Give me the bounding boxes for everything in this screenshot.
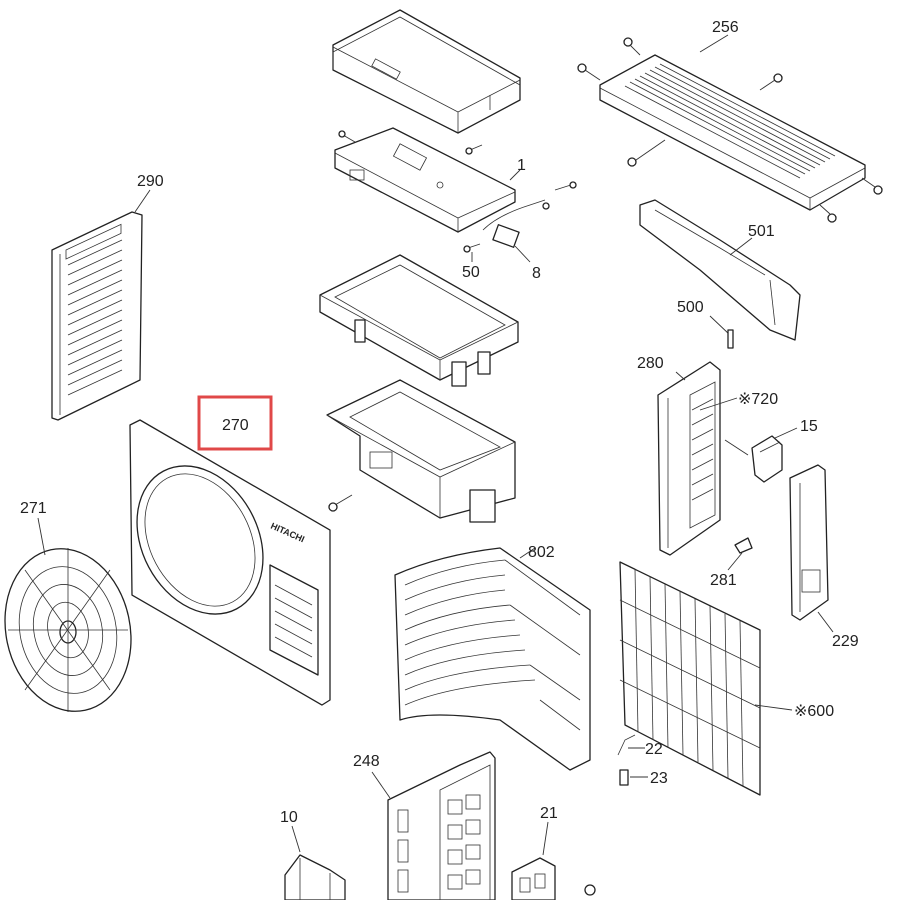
part-290-rear-grille[interactable]: 290 <box>51 173 164 421</box>
label-22: 22 <box>645 741 663 758</box>
label-500: 500 <box>677 299 704 316</box>
part-15-terminal-cover[interactable]: 15 <box>724 418 818 483</box>
part-electrical-box[interactable] <box>326 379 516 523</box>
label-248: 248 <box>353 753 380 770</box>
part-281-bracket[interactable]: 281 <box>710 537 753 589</box>
part-501-bracket[interactable]: 501 500 <box>639 199 801 349</box>
label-270: 270 <box>222 417 249 434</box>
part-top-cover[interactable] <box>332 9 521 134</box>
part-270-front-panel[interactable]: HITACHI 270 <box>112 395 331 706</box>
label-600: ※600 <box>794 703 834 720</box>
label-280: 280 <box>637 355 664 372</box>
front-panel-slots <box>274 584 313 658</box>
label-1: 1 <box>517 157 526 174</box>
part-10-motor-bracket[interactable]: 10 <box>280 809 346 900</box>
highlight-box-270 <box>197 395 273 451</box>
label-271: 271 <box>20 500 47 517</box>
part-23-sensor-holder[interactable]: 23 <box>619 769 668 787</box>
label-229: 229 <box>832 633 859 650</box>
label-802: 802 <box>528 544 555 561</box>
part-1-control-board[interactable]: 1 50 8 <box>334 127 577 282</box>
fan-guard-spokes <box>8 548 128 712</box>
part-22-sensor[interactable]: 22 <box>617 734 663 758</box>
label-290: 290 <box>137 173 164 190</box>
part-271-fan-guard[interactable]: 271 <box>0 500 146 723</box>
rear-guard-mesh <box>619 568 761 787</box>
label-50: 50 <box>462 264 480 281</box>
label-10: 10 <box>280 809 298 826</box>
part-802-condenser-coil[interactable]: 802 <box>394 544 591 771</box>
part-256-top-panel[interactable]: 256 <box>577 19 883 223</box>
part-248-partition-plate[interactable]: 248 <box>353 751 496 900</box>
label-720: ※720 <box>738 391 778 408</box>
part-600-rear-guard[interactable]: ※600 <box>619 561 834 796</box>
label-501: 501 <box>748 223 775 240</box>
part-280-side-panel[interactable]: 280 ※720 <box>637 355 778 556</box>
condenser-fins <box>404 559 581 731</box>
part-pcb-frame[interactable] <box>319 254 519 387</box>
part-21-component[interactable]: 21 <box>511 805 596 900</box>
label-281: 281 <box>710 572 737 589</box>
label-21: 21 <box>540 805 558 822</box>
label-256: 256 <box>712 19 739 36</box>
grille-slots <box>67 239 123 396</box>
label-15: 15 <box>800 418 818 435</box>
label-23: 23 <box>650 770 668 787</box>
part-229-corner-cover[interactable]: 229 <box>789 464 859 650</box>
label-8: 8 <box>532 265 541 282</box>
partition-openings <box>397 794 481 893</box>
side-panel-slots <box>691 398 714 501</box>
